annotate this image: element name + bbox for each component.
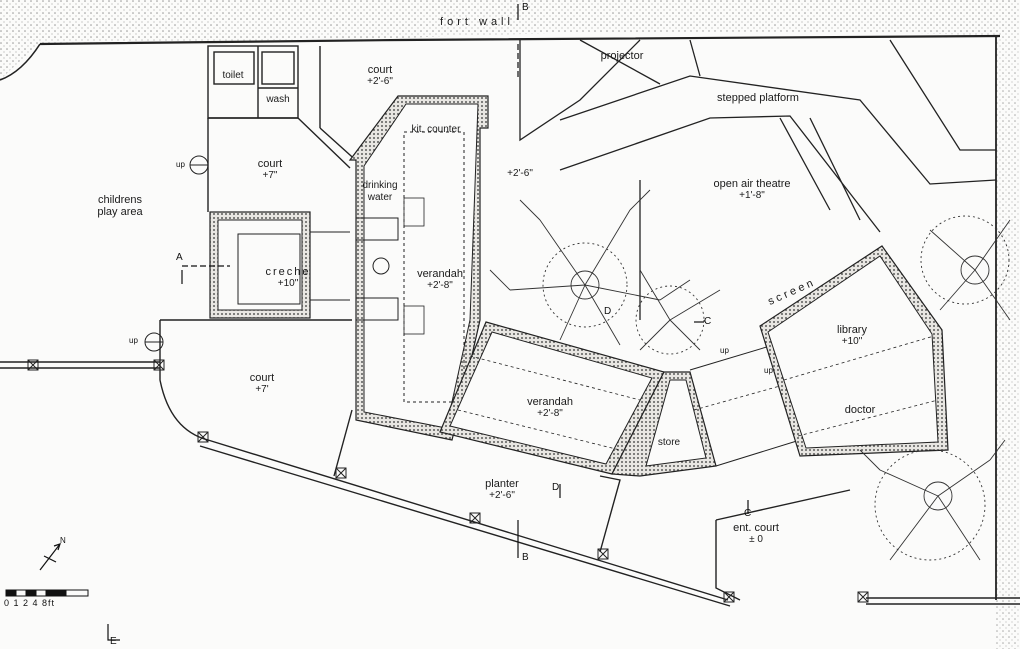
section-marker-a: A [176,252,183,263]
north-label: N [60,536,66,545]
section-marker-c-top: C [704,316,712,327]
ent-court-name: ent. court [733,522,779,534]
scale-bar-graphic [5,589,89,597]
open-air-theatre-name: open air theatre [713,178,791,190]
room-drinking-water: drinking water [362,180,398,203]
wall-label: fort wall [440,16,514,28]
room-open-air-theatre: open air theatre +1'-8" [713,178,790,202]
scale-bar-label: 0 1 2 4 8ft [4,598,56,608]
tree-canopies [489,189,1011,561]
north-arrow [39,543,61,571]
library-name: library [837,324,867,336]
planter-name: planter [485,478,519,490]
room-planter: planter +2'-6" [485,478,519,502]
creche-level: +10" [277,278,299,289]
open-air-theatre-level: +1'-8" [739,190,765,201]
room-court-left: court +7" [258,158,282,182]
section-marker-d-bottom: D [552,482,560,493]
section-marker-b-top: B [522,2,529,13]
section-marker-c-bottom: C [744,508,752,519]
section-marker-d-top: D [604,306,612,317]
fort-wall [0,0,1020,80]
room-creche: creche +10" [265,266,310,290]
play-area-line-1: childrens [97,194,143,206]
verandah-lower-name: verandah [527,396,573,408]
right-boundary [996,36,1020,649]
verandah-main-level: +2'-8" [427,280,453,291]
ent-court-level: ± 0 [749,534,763,545]
room-kit-counter: kit. counter [411,124,461,135]
stair-up-label-4: up [764,366,773,375]
stair-up-label-1: up [176,160,185,169]
court-top-level: +2'-6" [367,76,393,87]
room-projector: projector [600,50,644,62]
room-stepped-platform: stepped platform [717,92,799,104]
verandah-lower-level: +2'-8" [537,408,563,419]
creche-name: creche [265,266,311,278]
room-ent-court: ent. court ± 0 [733,522,779,546]
room-court-bottom: court +7' [250,372,274,396]
planter-level: +2'-6" [489,490,515,501]
verandah-main-name: verandah [417,268,463,280]
stair-up-label-2: up [129,336,138,345]
room-verandah-main: verandah +2'-8" [417,268,463,292]
library-level: +10" [841,336,863,347]
room-toilet: toilet [222,70,244,81]
court-top-name: court [367,64,393,76]
room-verandah-lower: verandah +2'-8" [527,396,573,420]
level-2-6: +2'-6" [507,168,533,179]
play-area-line-2: play area [97,206,143,218]
court-left-level: +7" [262,170,278,181]
section-marker-b-bottom: B [522,552,529,563]
room-court-top: court +2'-6" [367,64,393,88]
room-doctor: doctor [844,404,876,416]
court-bottom-name: court [249,372,275,384]
section-marker-e: E [110,636,117,647]
stair-up-label-3: up [720,346,729,355]
room-store: store [657,437,681,448]
court-left-name: court [257,158,283,170]
room-wash: wash [266,94,290,105]
room-childrens-play-area: childrens play area [97,194,142,218]
court-bottom-level: +7' [255,384,269,395]
room-library: library +10" [837,324,867,348]
